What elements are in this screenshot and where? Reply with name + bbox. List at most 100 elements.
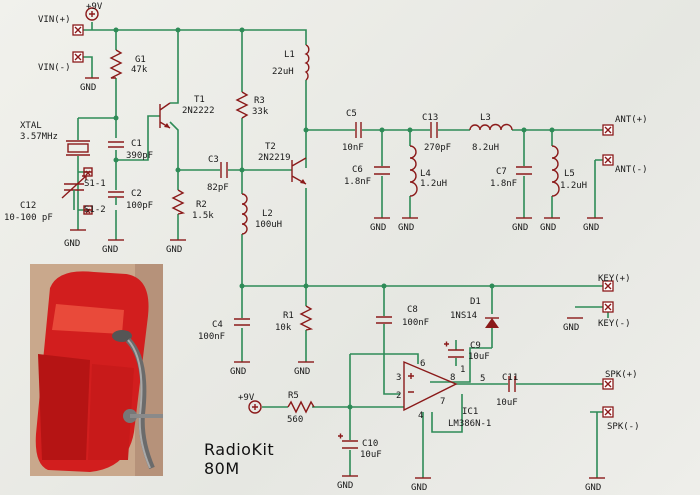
gnd-label: GND — [166, 245, 182, 255]
key-neg-label: KEY(-) — [598, 319, 631, 329]
ic-pin-1: 1 — [460, 365, 465, 375]
r3-value: 33k — [252, 107, 269, 117]
c7-value: 1.8nF — [490, 179, 517, 189]
c12-name: C12 — [20, 201, 36, 211]
ic-pin-2: 2 — [396, 391, 401, 401]
supply-9v-bottom-icon — [248, 400, 262, 414]
gnd-label: GND — [337, 481, 353, 491]
l5-name: L5 — [564, 169, 575, 179]
transistor-t2-symbol — [291, 157, 307, 185]
crystal-symbol — [66, 140, 90, 156]
capacitor-c9-symbol — [444, 341, 464, 358]
inductor-l3-symbol — [469, 123, 513, 131]
c3-value: 82pF — [207, 183, 229, 193]
capacitor-c7-symbol — [516, 166, 532, 175]
switch-s2-label: S1-2 — [84, 205, 106, 215]
capacitor-c1-symbol — [108, 141, 124, 148]
caption-line2: 80M — [204, 459, 240, 478]
g1-name: G1 — [135, 55, 146, 65]
gnd-label: GND — [102, 245, 118, 255]
resistor-r1-symbol — [299, 305, 314, 331]
c4-value: 100nF — [198, 332, 225, 342]
ic1-name: IC1 — [462, 407, 478, 417]
c1-name: C1 — [131, 139, 142, 149]
capacitor-c8-symbol — [376, 316, 392, 324]
transistor-t1-symbol — [159, 102, 171, 129]
l2-value: 100uH — [255, 220, 282, 230]
key-pos-label: KEY(+) — [598, 274, 631, 284]
ant-pos-label: ANT(+) — [615, 115, 648, 125]
ant-neg-label: ANT(-) — [615, 165, 648, 175]
ic-pin-8: 8 — [450, 373, 455, 383]
c13-name: C13 — [422, 113, 438, 123]
radiokit-photo-drawing — [30, 264, 163, 476]
gnd-label: GND — [80, 83, 96, 93]
gnd-label: GND — [64, 239, 80, 249]
inductor-l4-symbol — [409, 145, 418, 197]
t1-value: 2N2222 — [182, 106, 215, 116]
capacitor-c12-trimmer — [61, 175, 87, 210]
l4-value: 1.2uH — [420, 179, 447, 189]
t2-value: 2N2219 — [258, 153, 291, 163]
gnd-label: GND — [583, 223, 599, 233]
l4-name: L4 — [420, 169, 431, 179]
ic-pin-3: 3 — [396, 373, 401, 383]
c8-name: C8 — [407, 305, 418, 315]
capacitor-c2-symbol — [108, 191, 124, 205]
l3-name: L3 — [480, 113, 491, 123]
capacitor-c10-symbol — [338, 433, 358, 449]
gnd-label: GND — [512, 223, 528, 233]
inductor-l5-symbol — [551, 145, 560, 197]
inductor-l1-symbol — [304, 44, 310, 81]
c4-name: C4 — [212, 320, 223, 330]
ground-symbols — [70, 77, 605, 479]
l1-name: L1 — [284, 50, 295, 60]
ic-pin-6: 6 — [420, 359, 425, 369]
supply-9v-top-icon — [85, 7, 99, 21]
c12-value: 10-100 pF — [4, 213, 53, 223]
supply-9v-top-label: +9V — [86, 2, 103, 12]
capacitor-c3-symbol — [220, 162, 228, 178]
l3-value: 8.2uH — [472, 143, 499, 153]
c5-value: 10nF — [342, 143, 364, 153]
l2-name: L2 — [262, 209, 273, 219]
resistor-g1-symbol — [109, 49, 123, 79]
gnd-label: GND — [563, 323, 579, 333]
gnd-label: GND — [411, 483, 427, 493]
xtal-value: 3.57MHz — [20, 132, 58, 142]
gnd-label: GND — [230, 367, 246, 377]
caption-line1: RadioKit — [204, 440, 275, 459]
ic-pin-4: 4 — [418, 411, 423, 421]
capacitor-c4-symbol — [234, 318, 250, 326]
junctions — [113, 27, 555, 410]
t2-name: T2 — [265, 142, 276, 152]
c2-name: C2 — [131, 189, 142, 199]
vin-neg-label: VIN(-) — [38, 63, 71, 73]
r1-name: R1 — [283, 311, 294, 321]
r5-value: 560 — [287, 415, 303, 425]
diode-d1-symbol — [485, 317, 499, 328]
resistor-r3-symbol — [235, 91, 249, 119]
capacitor-c6-symbol — [374, 166, 390, 175]
gnd-label: GND — [294, 367, 310, 377]
vin-pos-label: VIN(+) — [38, 15, 71, 25]
c2-value: 100pF — [126, 201, 153, 211]
c6-name: C6 — [352, 165, 363, 175]
c11-value: 10uF — [496, 398, 518, 408]
switch-s1-symbol — [83, 167, 93, 215]
c10-value: 10uF — [360, 450, 382, 460]
t1-name: T1 — [194, 95, 205, 105]
c5-name: C5 — [346, 109, 357, 119]
c9-value: 10uF — [468, 352, 490, 362]
d1-name: D1 — [470, 297, 481, 307]
r1-value: 10k — [275, 323, 292, 333]
gnd-label: GND — [540, 223, 556, 233]
l5-value: 1.2uH — [560, 181, 587, 191]
xtal-name: XTAL — [20, 121, 42, 131]
ic-pin-5: 5 — [480, 374, 485, 384]
resistor-r5-symbol — [287, 400, 315, 414]
g1-value: 47k — [131, 65, 148, 75]
spk-pos-label: SPK(+) — [605, 370, 638, 380]
capacitor-c13-symbol — [430, 122, 438, 138]
